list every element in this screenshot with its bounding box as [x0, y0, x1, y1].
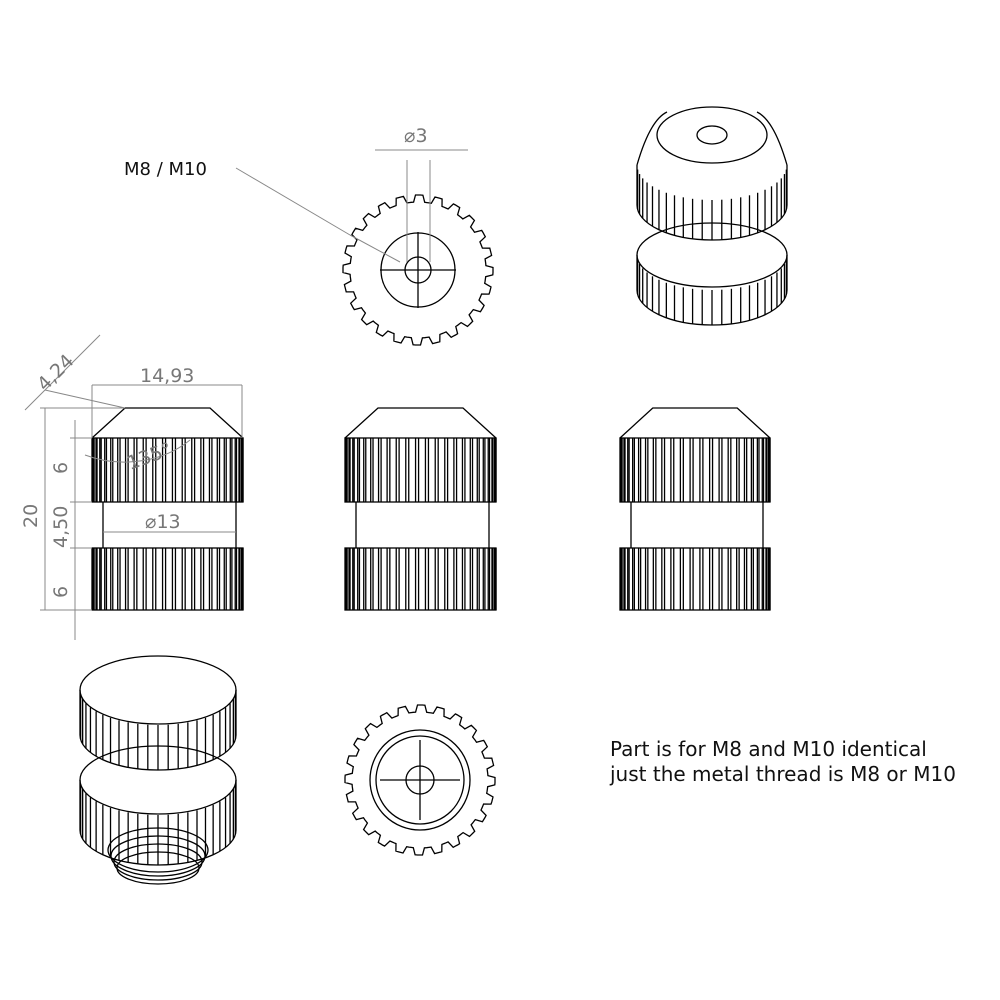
top-view-gear-outline: [342, 194, 494, 346]
iso-chamfer: [636, 111, 788, 166]
front-view-middle-chamfer: [344, 407, 497, 439]
front-view-left-chamfer: [91, 407, 244, 439]
front-view-middle-lower-band: [344, 547, 497, 611]
thread-ring: [110, 835, 206, 877]
thread-ring: [113, 843, 203, 881]
inner-diameter-dimension: ⌀13: [145, 511, 181, 533]
front-view-right-lower-band: [619, 547, 771, 611]
iso-top-face: [656, 106, 768, 164]
total-height-dimension: 20: [20, 504, 42, 528]
chamfer-dimension: 4,24: [33, 350, 78, 395]
bottom-view-outer-circle: [369, 729, 471, 831]
upper-band-dimension: 6: [50, 462, 72, 474]
iso-top-lower-rim: [636, 222, 788, 288]
angle-arc: [84, 439, 191, 463]
thread-ring: [107, 827, 209, 873]
iso-bottom-lower-rim: [79, 745, 237, 815]
gap-dimension: 4,50: [50, 506, 72, 548]
angle-dimension: 135°: [124, 438, 175, 474]
note-line-1: Part is for M8 and M10 identical: [610, 737, 927, 761]
callout-leader: [235, 167, 351, 236]
dimension-line: [24, 334, 101, 411]
thread-ring: [116, 851, 200, 885]
thread-callout-label: M8 / M10: [124, 159, 207, 180]
bottom-view-gear-outline: [344, 704, 496, 856]
front-view-middle-upper-band: [344, 437, 497, 503]
front-view-left-lower-band: [91, 547, 244, 611]
extension-line: [44, 389, 126, 409]
note-text: Part is for M8 and M10 identical just th…: [610, 737, 956, 787]
top-width-dimension: 14,93: [140, 365, 194, 387]
iso-top-hole: [696, 125, 728, 145]
front-view-right-chamfer: [619, 407, 771, 439]
note-line-2: just the metal thread is M8 or M10: [610, 762, 956, 786]
front-view-right-upper-band: [619, 437, 771, 503]
bottom-view-inner-circle: [375, 735, 465, 825]
hole-diameter-dimension: ⌀3: [404, 125, 428, 147]
iso-bottom-top-rim: [79, 655, 237, 725]
callout-leader: [349, 234, 401, 263]
lower-band-dimension: 6: [50, 586, 72, 598]
